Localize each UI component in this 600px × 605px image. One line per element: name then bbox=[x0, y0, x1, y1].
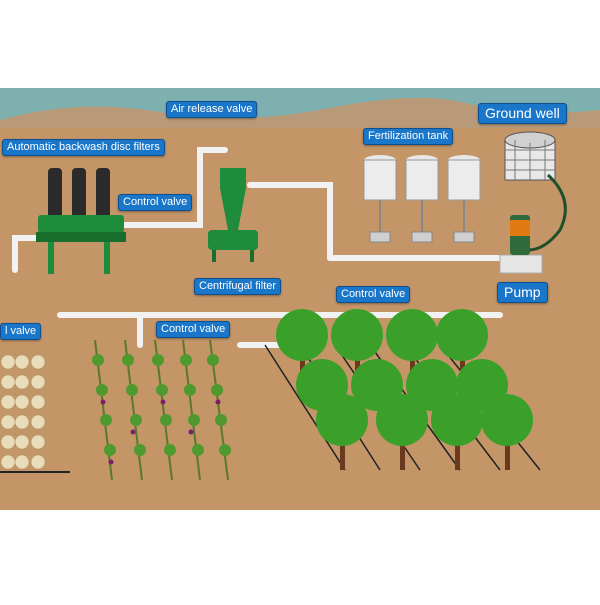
pump-icon bbox=[499, 215, 543, 274]
label-control-valve-main: Control valve bbox=[118, 194, 193, 211]
label-control-valve-left: l valve bbox=[0, 323, 42, 340]
label-control-valve-orchard: Control valve bbox=[336, 286, 411, 303]
top-blank bbox=[0, 0, 600, 88]
grapevine-icon bbox=[92, 339, 231, 481]
well-hose bbox=[527, 173, 567, 252]
fertilization-tank-icon bbox=[363, 155, 481, 243]
label-control-valve-vines: Control valve bbox=[156, 321, 231, 338]
label-centrifugal-filter: Centrifugal filter bbox=[194, 278, 282, 295]
label-ground-well: Ground well bbox=[478, 103, 567, 124]
label-pump: Pump bbox=[497, 282, 548, 303]
tree-icon bbox=[264, 309, 541, 471]
ground-well-icon bbox=[504, 131, 567, 252]
label-air-release-valve: Air release valve bbox=[166, 101, 258, 118]
bottom-blank bbox=[0, 510, 600, 600]
label-fertilization-tank: Fertilization tank bbox=[363, 128, 454, 145]
label-disc-filters: Automatic backwash disc filters bbox=[2, 139, 165, 156]
cabbage-icon bbox=[0, 354, 70, 473]
disc-filter-icon bbox=[36, 168, 126, 274]
centrifugal-filter-icon bbox=[208, 168, 258, 262]
